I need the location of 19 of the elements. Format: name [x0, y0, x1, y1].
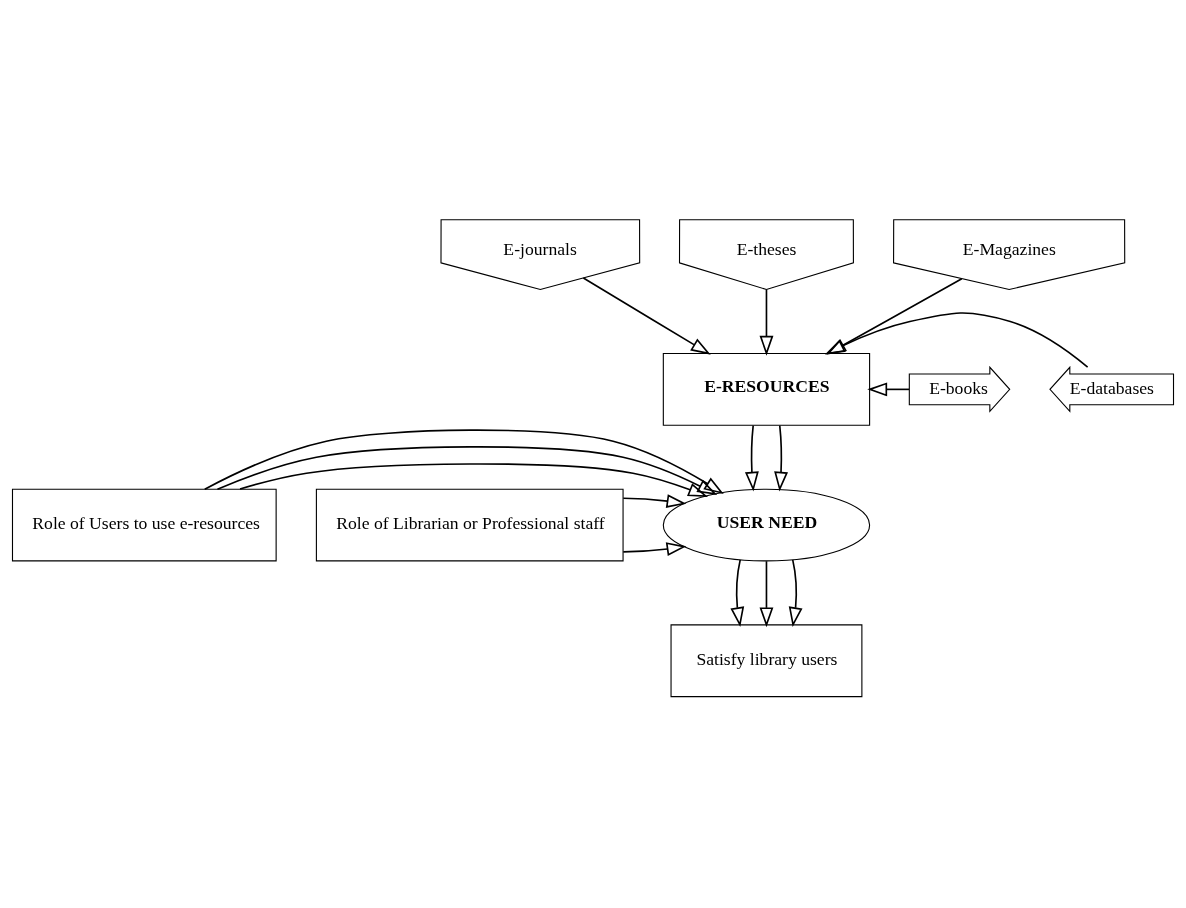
- arrow: [867, 381, 910, 396]
- arrow: [216, 445, 718, 495]
- arrow: [826, 277, 963, 355]
- node-box: E-RESOURCES: [662, 352, 871, 426]
- arrow: [788, 558, 803, 627]
- arrow: [744, 424, 759, 492]
- arrow: [239, 462, 709, 497]
- arrow: [203, 428, 724, 494]
- arrow: [759, 559, 774, 627]
- arrow: [730, 558, 745, 627]
- node-box: Role of Users to use e-resources: [11, 488, 277, 561]
- arrow: [622, 493, 687, 508]
- arrow: [824, 311, 1089, 368]
- arrow: [759, 288, 774, 356]
- node-box: Role of Librarian or Professional staff: [315, 488, 624, 561]
- arrow: [622, 541, 687, 556]
- arrow: [774, 424, 788, 492]
- node-box: Satisfy library users: [670, 623, 863, 697]
- arrow: [582, 276, 711, 355]
